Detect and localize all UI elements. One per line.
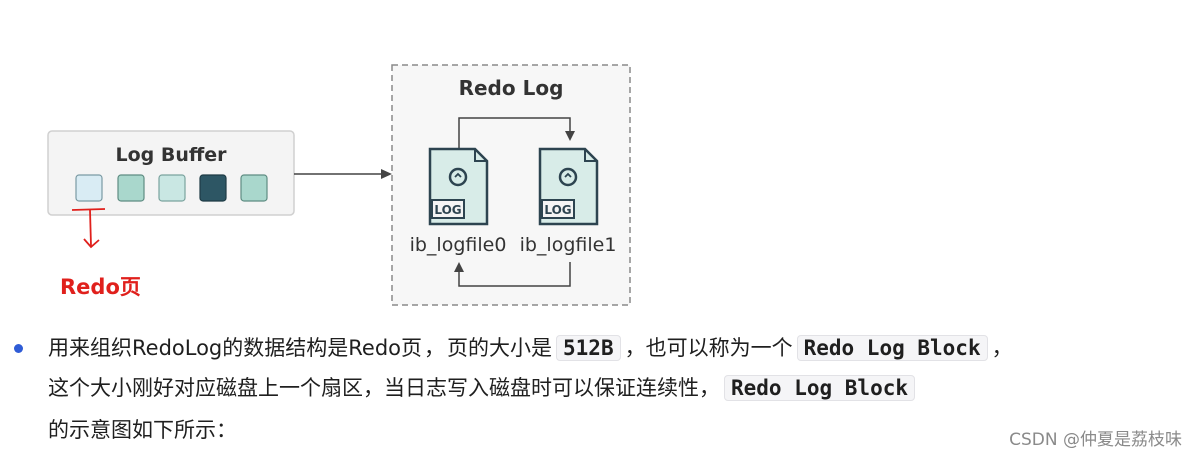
- file-icon-label: LOG: [434, 203, 461, 217]
- redo-log-diagram: Redo Log Log Buffer LOG ib_logfile0: [47, 64, 631, 306]
- redo-page-3: [158, 174, 186, 202]
- note-text: 页的大小是: [447, 336, 553, 360]
- redo-page-text: Redo页: [348, 336, 423, 360]
- log-buffer-title: Log Buffer: [115, 144, 227, 166]
- redo-page-1: [75, 174, 103, 202]
- refresh-icon: [558, 167, 578, 187]
- inline-code-size: 512B: [556, 335, 621, 361]
- log-buffer-pages: [75, 174, 268, 202]
- note-text: 的示意图如下所示：: [48, 418, 237, 442]
- log-file-icon-1: LOG: [538, 147, 599, 226]
- note-text: ，也可以称为一个: [624, 336, 793, 360]
- note-text: 用来组织RedoLog的数据结构是: [48, 336, 349, 360]
- flush-arrow: [294, 169, 392, 179]
- inline-code-block: Redo Log Block: [796, 335, 988, 361]
- file-name-1: ib_logfile1: [520, 234, 617, 256]
- inline-code-block: Redo Log Block: [724, 375, 916, 401]
- cycle-arrow-top: [458, 117, 575, 148]
- redo-page-annotation-label: Redo页: [60, 275, 141, 299]
- log-file-icon-0: LOG: [428, 147, 489, 226]
- cycle-arrow-bottom: [454, 262, 571, 287]
- bullet-dot: [14, 344, 23, 353]
- note-line-3: 的示意图如下所示：: [48, 416, 237, 444]
- watermark: CSDN @仲夏是荔枝味: [1009, 430, 1182, 450]
- redo-page-5: [240, 174, 268, 202]
- separator: ，: [424, 336, 446, 360]
- redo-page-annotation: [71, 208, 106, 249]
- file-icon-label: LOG: [544, 203, 571, 217]
- log-buffer-box: [47, 130, 295, 216]
- note-text: ，: [991, 336, 1013, 360]
- file-name-0: ib_logfile0: [410, 234, 507, 256]
- note-line-2: 这个大小刚好对应磁盘上一个扇区，当日志写入磁盘时可以保证连续性，Redo Log…: [48, 374, 919, 402]
- refresh-icon: [448, 167, 468, 187]
- redo-page-4: [199, 174, 227, 202]
- redo-page-2: [117, 174, 145, 202]
- redo-log-title: Redo Log: [459, 76, 564, 100]
- note-text: 这个大小刚好对应磁盘上一个扇区，当日志写入磁盘时可以保证连续性，: [48, 376, 720, 400]
